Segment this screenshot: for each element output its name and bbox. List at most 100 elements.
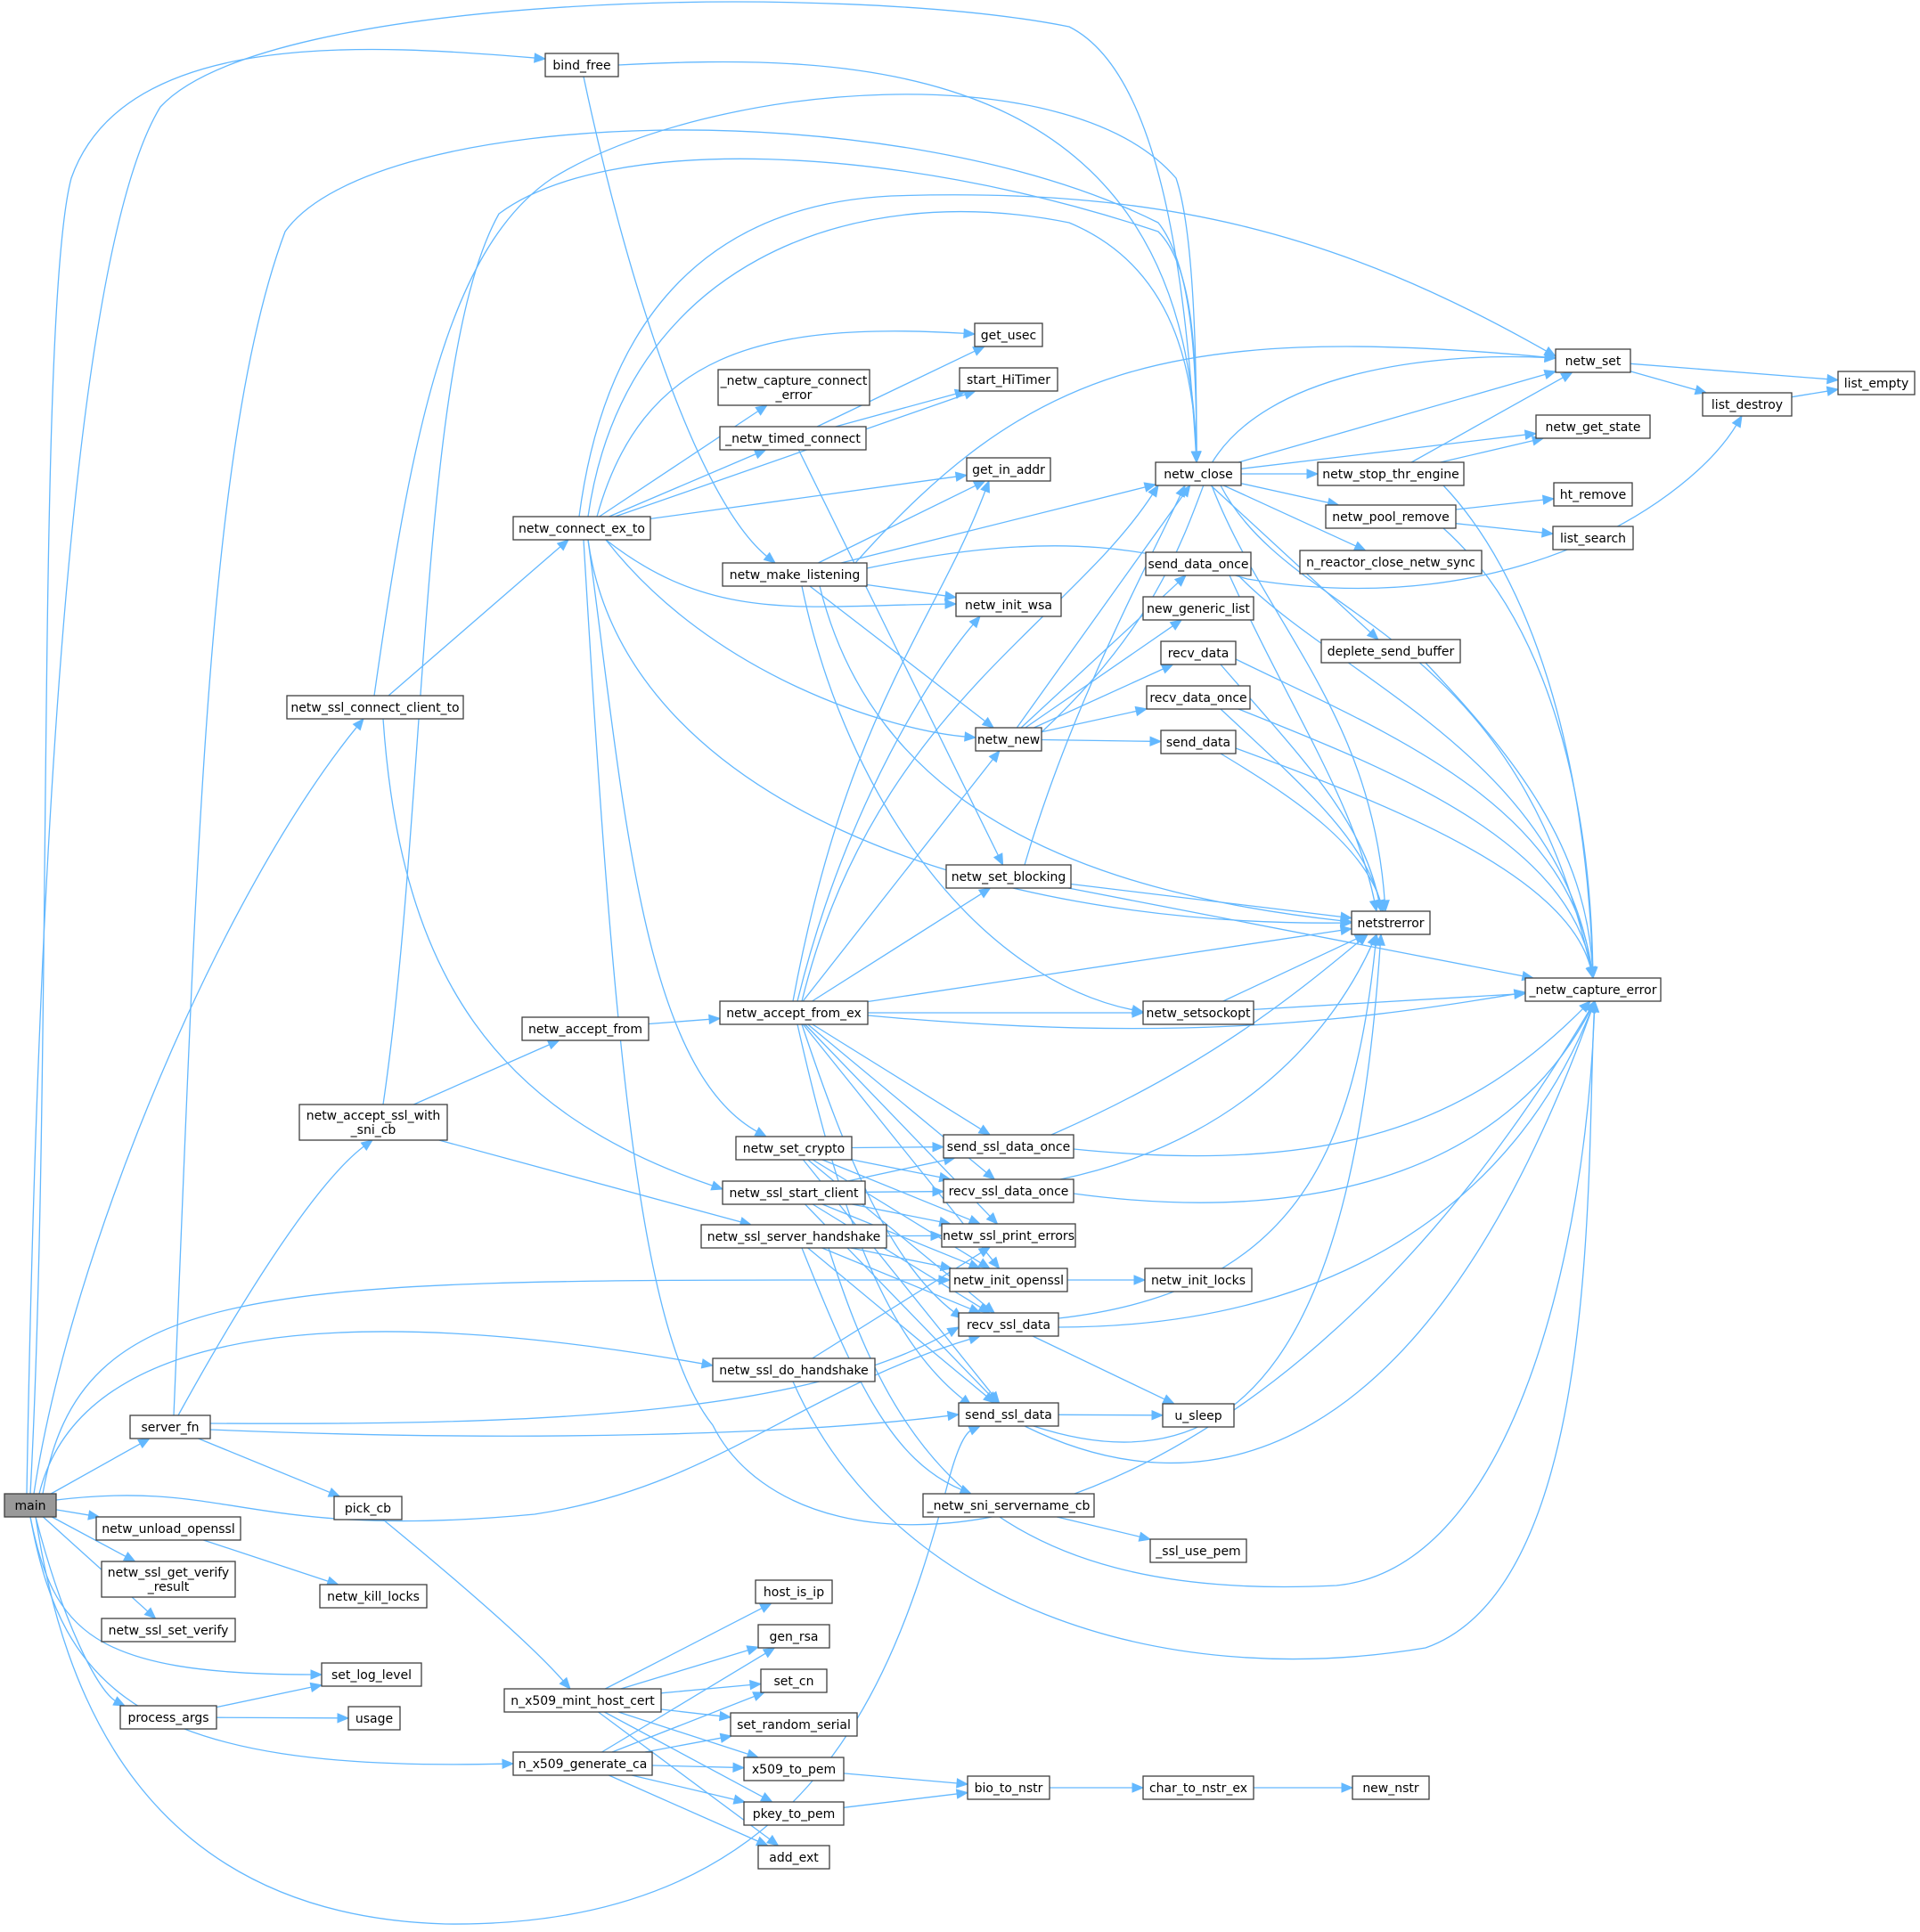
node-netw_ssl_do_handshake[interactable]: netw_ssl_do_handshake [712,1357,876,1382]
node-send_ssl_data_once[interactable]: send_ssl_data_once [943,1134,1074,1159]
node-netw_ssl_server_handshake[interactable]: netw_ssl_server_handshake [700,1224,887,1249]
edge-netw_setsockopt-to-_netw_capture_error [1253,989,1527,1011]
node-deplete_send_buffer[interactable]: deplete_send_buffer [1320,639,1461,664]
node-start_HiTimer[interactable]: start_HiTimer [959,367,1058,392]
edge-line [821,1247,973,1310]
edge-line [1791,390,1830,398]
node-netw_accept_from[interactable]: netw_accept_from [521,1016,650,1041]
node-box [347,1706,401,1731]
node-netw_pool_remove[interactable]: netw_pool_remove [1325,504,1457,529]
node-netw_accept_ssl_with_sni_cb[interactable]: netw_accept_ssl_with_sni_cb [298,1104,448,1141]
node-netw_stop_thr_engine[interactable]: netw_stop_thr_engine [1317,461,1465,486]
node-netw_accept_from_ex[interactable]: netw_accept_from_ex [719,1000,869,1025]
arrowhead [932,1186,945,1197]
node-netw_kill_locks[interactable]: netw_kill_locks [319,1584,428,1609]
node-netw_set_crypto[interactable]: netw_set_crypto [735,1136,853,1161]
node-host_is_ip[interactable]: host_is_ip [755,1579,833,1604]
edge-line [1240,483,1330,504]
edge-line [587,211,1197,518]
edge-line [1229,575,1376,903]
node-list_destroy[interactable]: list_destroy [1702,392,1793,417]
node-netw_ssl_print_errors[interactable]: netw_ssl_print_errors [941,1223,1076,1248]
node-process_args[interactable]: process_args [119,1705,217,1730]
node-usage[interactable]: usage [347,1706,401,1731]
node-netw_init_openssl[interactable]: netw_init_openssl [949,1268,1068,1292]
node-pick_cb[interactable]: pick_cb [333,1496,403,1520]
node-list_empty[interactable]: list_empty [1837,371,1916,395]
node-netw_get_state[interactable]: netw_get_state [1535,414,1651,439]
node-n_x509_mint_host_cert[interactable]: n_x509_mint_host_cert [503,1688,662,1713]
edge-line [854,346,1548,564]
node-netw_set_blocking[interactable]: netw_set_blocking [945,864,1072,889]
node-netw_make_listening[interactable]: netw_make_listening [722,562,868,587]
node-server_fn[interactable]: server_fn [129,1414,211,1439]
node-netw_ssl_get_verify_result[interactable]: netw_ssl_get_verify_result [101,1561,236,1598]
node-netw_new[interactable]: netw_new [975,727,1042,752]
node-set_cn[interactable]: set_cn [760,1668,828,1693]
node-get_in_addr[interactable]: get_in_addr [966,457,1051,482]
node-bio_to_nstr[interactable]: bio_to_nstr [967,1775,1050,1800]
node-x509_to_pem[interactable]: x509_to_pem [743,1757,845,1781]
node-main[interactable]: main [4,1493,57,1518]
node-netw_ssl_start_client[interactable]: netw_ssl_start_client [722,1180,866,1205]
node-netw_connect_ex_to[interactable]: netw_connect_ex_to [512,516,651,541]
node-netw_ssl_set_verify[interactable]: netw_ssl_set_verify [101,1618,236,1643]
node-send_ssl_data[interactable]: send_ssl_data [958,1402,1059,1427]
edge-line [797,1023,965,1401]
node-char_to_nstr_ex[interactable]: char_to_nstr_ex [1142,1775,1254,1800]
edge-netw_stop_thr_engine-to-netw_get_state [1440,436,1545,463]
edge-line [1220,753,1382,903]
node-list_search[interactable]: list_search [1552,526,1634,550]
edge-netw_accept_from_ex-to-netw_set_blocking [812,887,992,1002]
edge-line [1220,708,1382,903]
edge-main-to-bind_free [29,48,547,1495]
node-label: netw_ssl_start_client [730,1186,859,1201]
edge-line [55,1338,972,1522]
node-recv_data_once[interactable]: recv_data_once [1146,685,1251,710]
node-n_reactor_close_netw_sync[interactable]: n_reactor_close_netw_sync [1299,550,1483,575]
edge-netw_make_listening-to-netw_close [840,482,1157,564]
node-box [1325,504,1457,529]
node-netw_init_locks[interactable]: netw_init_locks [1144,1268,1253,1292]
node-recv_data[interactable]: recv_data [1160,640,1237,665]
node-_netw_capture_connect_error[interactable]: _netw_capture_connect_error [717,369,870,406]
edge-line [26,1,1197,1495]
node-netw_set[interactable]: netw_set [1555,348,1631,373]
node-gen_rsa[interactable]: gen_rsa [757,1624,830,1649]
edge-line [843,1773,960,1784]
node-netw_unload_openssl[interactable]: netw_unload_openssl [95,1516,241,1541]
node-send_data_once[interactable]: send_data_once [1145,551,1252,576]
arrowhead [1148,484,1159,498]
edge-n_x509_generate_ca-to-set_cn [611,1692,766,1753]
node-get_usec[interactable]: get_usec [974,322,1043,347]
node-netw_ssl_connect_client_to[interactable]: netw_ssl_connect_client_to [286,695,464,720]
edge-line [216,1716,340,1719]
node-recv_ssl_data[interactable]: recv_ssl_data [958,1312,1059,1337]
arrowhead [719,1732,733,1743]
node-set_log_level[interactable]: set_log_level [321,1662,422,1687]
node-netw_close[interactable]: netw_close [1155,461,1242,486]
node-_netw_sni_servername_cb[interactable]: _netw_sni_servername_cb [922,1493,1095,1518]
node-netstrerror[interactable]: netstrerror [1351,910,1431,935]
node-label: list_empty [1844,377,1908,391]
node-pkey_to_pem[interactable]: pkey_to_pem [743,1801,845,1826]
node-u_sleep[interactable]: u_sleep [1162,1403,1235,1428]
node-_netw_capture_error[interactable]: _netw_capture_error [1524,977,1662,1002]
node-set_random_serial[interactable]: set_random_serial [730,1712,858,1737]
node-send_data[interactable]: send_data [1160,730,1237,754]
node-netw_init_wsa[interactable]: netw_init_wsa [955,592,1062,617]
node-n_x509_generate_ca[interactable]: n_x509_generate_ca [512,1751,653,1776]
node-recv_ssl_data_once[interactable]: recv_ssl_data_once [943,1178,1074,1203]
node-netw_setsockopt[interactable]: netw_setsockopt [1142,1000,1254,1025]
node-add_ext[interactable]: add_ext [757,1845,830,1870]
arrowhead [337,1713,350,1724]
edge-send_ssl_data-to-netstrerror [1033,933,1385,1443]
edge-line [1041,738,1153,742]
node-new_nstr[interactable]: new_nstr [1352,1775,1430,1800]
node-bind_free[interactable]: bind_free [544,53,619,77]
node-_netw_timed_connect[interactable]: _netw_timed_connect [719,426,867,451]
node-new_generic_list[interactable]: new_generic_list [1142,596,1254,621]
node-_ssl_use_pem[interactable]: _ssl_use_pem [1149,1538,1247,1563]
node-ht_remove[interactable]: ht_remove [1553,482,1633,507]
edge-line [438,1139,743,1224]
